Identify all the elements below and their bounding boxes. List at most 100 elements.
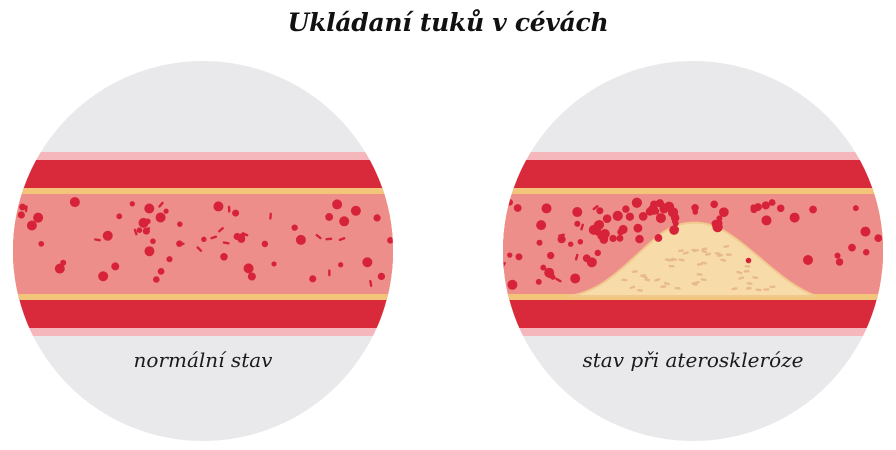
blood-cell	[537, 240, 543, 246]
blood-cell	[176, 240, 183, 247]
blood-cell	[761, 215, 771, 225]
blood-cell	[19, 204, 26, 211]
blood-cell	[150, 238, 156, 244]
blood-cell	[309, 275, 316, 282]
blood-cell	[594, 220, 604, 230]
blood-cell	[144, 203, 154, 213]
blood-cell	[656, 213, 666, 223]
blood-cell	[609, 235, 616, 242]
blood-cell	[654, 234, 662, 242]
panel-atherosclerosis: stav při ateroskleróze	[498, 56, 888, 446]
blood-cell	[244, 263, 254, 273]
blood-cell	[613, 211, 623, 221]
blood-cell	[166, 256, 172, 262]
diagram-title: Ukládaní tuků v cévách	[0, 8, 896, 37]
blood-cell	[515, 253, 522, 260]
blood-cell	[33, 213, 43, 223]
blood-cell	[38, 241, 44, 247]
blood-cell	[874, 234, 882, 242]
blood-cell	[373, 214, 380, 221]
blood-cell	[777, 205, 785, 213]
blood-cell	[144, 246, 154, 256]
blood-cell	[547, 252, 554, 259]
blood-cell	[163, 209, 168, 214]
blood-cell	[617, 229, 624, 236]
blood-cell	[668, 207, 678, 217]
blood-cell	[103, 231, 113, 241]
plaque-fleck	[726, 253, 732, 255]
plaque-fleck	[668, 265, 674, 268]
blood-cell	[672, 219, 678, 225]
blood-cell	[790, 213, 800, 223]
blood-cell	[750, 204, 756, 210]
blood-cell	[328, 269, 331, 276]
blood-cell	[137, 227, 143, 233]
blood-cell	[338, 262, 343, 267]
blood-cell	[646, 207, 654, 215]
blood-cell	[712, 220, 721, 229]
blood-cell	[60, 260, 66, 266]
blood-cell	[27, 220, 37, 230]
plaque-fleck	[678, 249, 684, 252]
blood-cell	[514, 204, 522, 212]
blood-cell	[603, 214, 612, 223]
caption-normal: normální stav	[8, 348, 398, 372]
blood-cell	[673, 226, 679, 232]
blood-cell	[232, 210, 239, 217]
blood-cell	[578, 239, 584, 245]
blood-cell	[853, 205, 859, 211]
blood-cell	[332, 199, 342, 209]
blood-cell	[506, 199, 513, 206]
blood-cell	[213, 201, 223, 211]
blood-cell	[595, 250, 601, 256]
blood-cell	[803, 255, 813, 265]
blood-cell	[296, 235, 306, 245]
blood-cell	[622, 205, 629, 212]
blood-cell	[863, 249, 870, 256]
blood-cell	[536, 279, 542, 285]
blood-cell	[248, 272, 256, 280]
blood-cell	[507, 280, 517, 290]
blood-cell	[98, 271, 108, 281]
blood-cell	[116, 213, 122, 219]
blood-cell	[558, 235, 566, 243]
blood-cell	[746, 258, 752, 264]
blood-cell	[848, 244, 856, 252]
plaque-fleck	[675, 287, 681, 290]
blood-cell	[18, 211, 25, 218]
blood-cell	[626, 213, 634, 221]
plaque-fleck	[660, 285, 666, 288]
blood-cell	[691, 204, 699, 212]
blood-cell	[325, 213, 333, 221]
blood-cell	[632, 198, 642, 208]
blood-cell	[719, 207, 729, 217]
atherosclerosis-vessel-illustration	[498, 56, 888, 446]
blood-cell	[271, 261, 276, 266]
blood-cell	[835, 253, 841, 259]
blood-cell	[769, 199, 776, 206]
blood-cell	[362, 257, 372, 267]
blood-cell	[572, 207, 582, 217]
blood-cell	[158, 268, 165, 275]
blood-cell	[536, 220, 546, 230]
vessel-lumen	[8, 194, 398, 294]
blood-cell	[635, 235, 643, 243]
blood-cell	[634, 224, 643, 233]
blood-cell	[291, 224, 297, 230]
blood-cell	[710, 200, 718, 208]
normal-vessel-illustration	[8, 56, 398, 446]
blood-cell	[574, 221, 580, 227]
blood-cell	[339, 216, 349, 226]
blood-cell	[111, 262, 119, 270]
blood-cell	[762, 201, 770, 209]
caption-atherosclerosis: stav při ateroskleróze	[498, 348, 888, 372]
blood-cell	[570, 273, 580, 283]
plaque-fleck	[696, 273, 702, 276]
blood-cell	[568, 241, 573, 246]
blood-cell	[70, 197, 80, 207]
blood-cell	[809, 206, 817, 214]
blood-cell	[228, 206, 231, 213]
plaque-fleck	[744, 265, 750, 268]
plaque-fleck	[763, 288, 769, 291]
blood-cell	[617, 235, 624, 242]
